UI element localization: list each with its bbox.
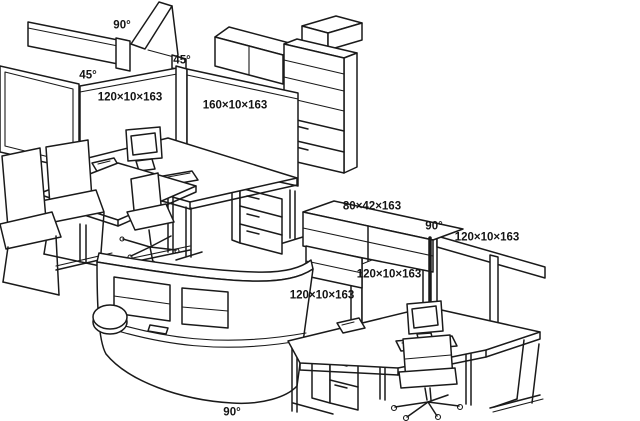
- top-rail: [436, 235, 546, 334]
- back-rail-panel: [27, 21, 131, 72]
- workstation-b: [92, 200, 546, 421]
- telephone: [336, 317, 366, 334]
- label-angle-90-corner-ws2: 90°: [425, 220, 443, 233]
- label-panel-120-mid-ws2: 120×10×163: [356, 268, 422, 281]
- label-shelf-80-ws2: 80×42×163: [342, 200, 402, 213]
- round-side-table: [92, 304, 128, 335]
- label-panel-120-ws1: 120×10×163: [97, 91, 163, 104]
- crt-monitor: [125, 126, 163, 172]
- label-angle-45-left-ws1: 45°: [79, 69, 97, 82]
- label-angle-45-right-ws1: 45°: [173, 54, 191, 67]
- reception-counter: [92, 252, 314, 405]
- workstation-a: [0, 1, 363, 296]
- guest-chair: [0, 147, 62, 296]
- label-panel-160-ws1: 160×10×163: [202, 99, 268, 112]
- label-rail-120-ws2: 120×10×163: [454, 231, 520, 244]
- counter-compartment: [113, 276, 171, 322]
- counter-face: [96, 261, 314, 405]
- label-panel-120-left-ws2: 120×10×163: [289, 289, 355, 302]
- counter-item: [147, 324, 169, 335]
- overhead-cabinet: [214, 26, 298, 85]
- overhead-shelf-unit: [302, 200, 464, 289]
- guest-chair: [40, 139, 105, 267]
- desk-pedestal-drawers: [231, 184, 283, 255]
- desk-legs: [291, 339, 544, 415]
- label-angle-90-counter-ws2: 90°: [223, 406, 241, 419]
- office-chair: [390, 334, 464, 421]
- counter-compartment: [181, 287, 229, 329]
- office-chair: [119, 172, 180, 266]
- label-angle-90-ws1: 90°: [113, 19, 131, 32]
